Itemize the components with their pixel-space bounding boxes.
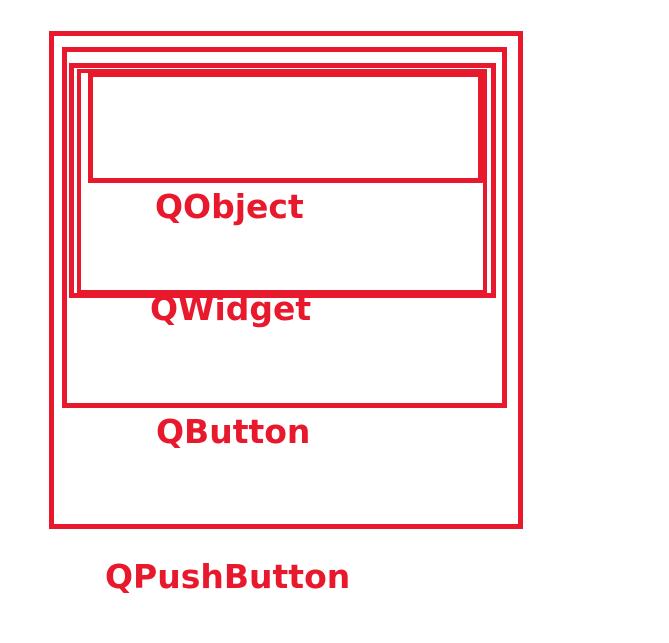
qwidget-inner-box xyxy=(77,69,487,294)
qwidget-box xyxy=(69,63,496,298)
qbutton-label: QButton xyxy=(156,412,311,451)
qobject-label: QObject xyxy=(155,187,304,226)
qbutton-box xyxy=(62,47,507,408)
qwidget-label: QWidget xyxy=(150,289,312,328)
qpushbutton-box xyxy=(49,31,523,529)
qobject-box xyxy=(88,72,483,183)
qpushbutton-label: QPushButton xyxy=(105,557,351,596)
